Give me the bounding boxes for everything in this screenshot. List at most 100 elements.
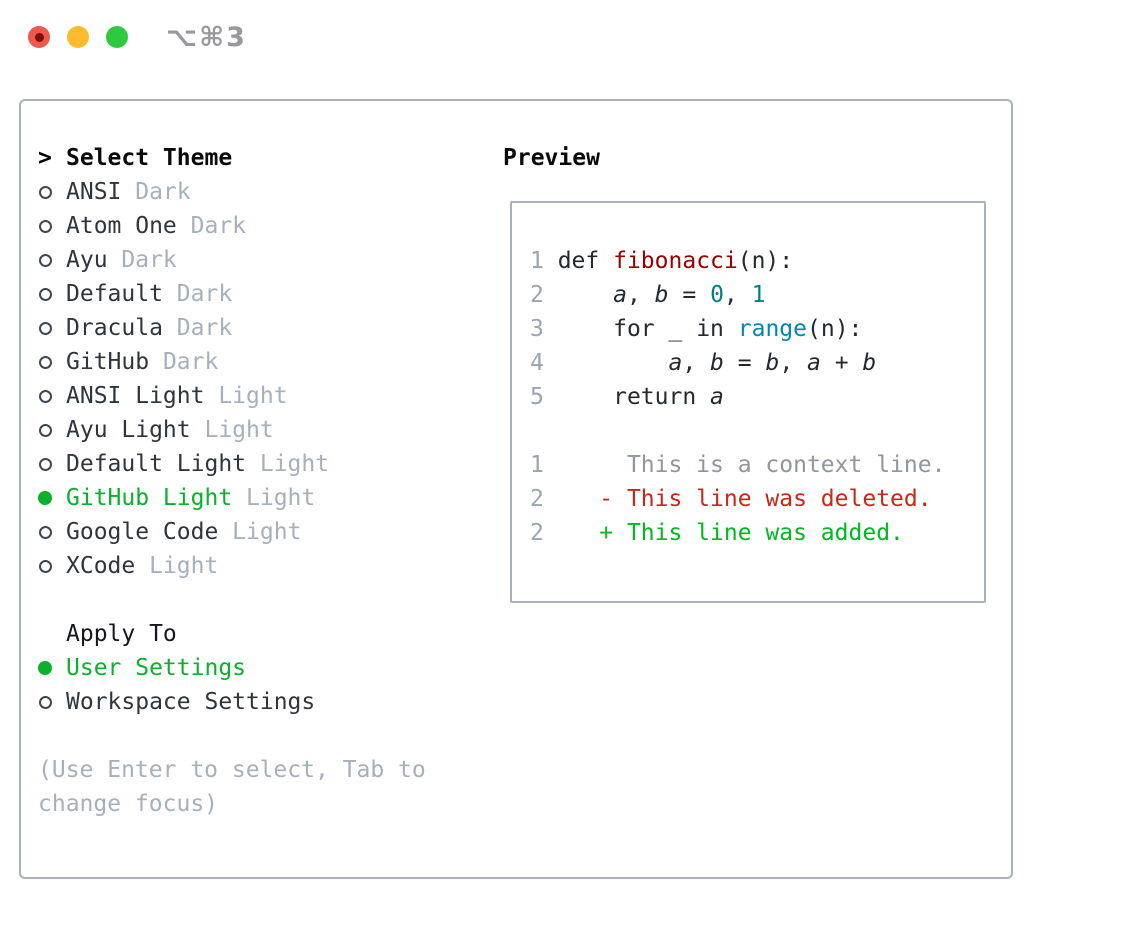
- section-title: Select Theme: [66, 145, 233, 171]
- code-token: [558, 350, 669, 376]
- code-token: [696, 384, 710, 410]
- apply-label: Workspace Settings: [66, 689, 316, 715]
- theme-option-github[interactable]: GitHub Dark: [38, 345, 426, 379]
- code-token: return: [613, 384, 697, 410]
- apply-option-user-settings[interactable]: User Settings: [38, 651, 426, 685]
- section-title: Apply To: [66, 621, 177, 647]
- code-token: =: [668, 282, 711, 308]
- theme-variant: Light: [232, 485, 316, 511]
- close-button[interactable]: [28, 26, 50, 48]
- code-token: ,: [626, 282, 655, 308]
- theme-option-ansi-light[interactable]: ANSI Light Light: [38, 379, 426, 413]
- radio-icon: [39, 219, 52, 233]
- theme-variant: Light: [204, 383, 288, 409]
- radio-icon: [39, 321, 52, 335]
- code-token: [558, 282, 613, 308]
- radio-icon: [39, 389, 52, 403]
- code-token: [558, 384, 613, 410]
- line-number: 1: [530, 452, 558, 478]
- code-token: ,: [779, 350, 808, 376]
- code-token: fibonacci: [613, 248, 738, 274]
- code-token: in: [696, 316, 724, 342]
- diff-line-deleted: 2 - This line was deleted.: [530, 482, 945, 516]
- radio-icon: [39, 287, 52, 301]
- code-line: 1 def fibonacci(n):: [530, 244, 945, 278]
- theme-option-ansi[interactable]: ANSI Dark: [38, 175, 426, 209]
- zoom-button[interactable]: [106, 26, 128, 48]
- theme-label: Default: [66, 281, 163, 307]
- code-token: def: [557, 248, 600, 274]
- radio-icon: [39, 355, 52, 369]
- theme-label: GitHub Light: [66, 485, 233, 511]
- code-token: a: [710, 384, 724, 410]
- code-token: +: [820, 350, 863, 376]
- diff-line-added: 2 + This line was added.: [530, 516, 945, 550]
- apply-label: User Settings: [66, 655, 247, 681]
- theme-label: Default Light: [66, 451, 247, 477]
- theme-option-github-light[interactable]: GitHub Light Light: [38, 481, 426, 515]
- line-number: 2: [530, 486, 558, 512]
- code-token: [599, 248, 613, 274]
- spacer: [38, 583, 426, 617]
- theme-option-atom-one[interactable]: Atom One Dark: [38, 209, 426, 243]
- theme-variant: Light: [218, 519, 302, 545]
- theme-option-dracula[interactable]: Dracula Dark: [38, 311, 426, 345]
- code-line: 2 a, b = 0, 1: [530, 278, 945, 312]
- code-token: ,: [682, 350, 711, 376]
- theme-label: ANSI Light: [66, 383, 205, 409]
- theme-option-xcode[interactable]: XCode Light: [38, 549, 426, 583]
- code-line: 3 for _ in range(n):: [530, 312, 945, 346]
- code-token: a: [807, 350, 821, 376]
- code-token: a: [668, 350, 683, 376]
- radio-icon: [39, 457, 52, 471]
- code-token: 0: [710, 282, 724, 308]
- theme-variant: Dark: [107, 247, 177, 273]
- theme-variant: Light: [135, 553, 219, 579]
- code-token: range: [737, 316, 807, 342]
- radio-icon: [39, 525, 52, 539]
- blank-line: [530, 414, 945, 448]
- unsaved-dot-icon: [34, 32, 44, 42]
- diff-text: This is a context line.: [557, 452, 946, 478]
- diff-line-context: 1 This is a context line.: [530, 448, 945, 482]
- theme-variant: Dark: [121, 179, 191, 205]
- code-token: b: [765, 350, 780, 376]
- theme-variant: Light: [190, 417, 274, 443]
- code-token: b: [654, 282, 669, 308]
- theme-option-default[interactable]: Default Dark: [38, 277, 426, 311]
- theme-option-default-light[interactable]: Default Light Light: [38, 447, 426, 481]
- radio-icon: [39, 253, 52, 267]
- code-token: (n):: [737, 248, 794, 274]
- radio-selected-icon: [38, 661, 52, 675]
- theme-option-google-code[interactable]: Google Code Light: [38, 515, 426, 549]
- radio-icon: [39, 185, 52, 199]
- theme-label: Google Code: [66, 519, 219, 545]
- code-token: for: [613, 316, 655, 342]
- theme-option-ayu-light[interactable]: Ayu Light Light: [38, 413, 426, 447]
- code-token: b: [862, 350, 877, 376]
- theme-label: XCode: [66, 553, 136, 579]
- minimize-button[interactable]: [67, 26, 89, 48]
- theme-label: ANSI: [66, 179, 122, 205]
- theme-variant: Dark: [162, 281, 233, 307]
- theme-variant: Light: [246, 451, 330, 477]
- apply-option-workspace-settings[interactable]: Workspace Settings: [38, 685, 426, 719]
- code-token: =: [723, 350, 766, 376]
- select-theme-header: > Select Theme: [38, 141, 426, 175]
- radio-icon: [39, 423, 52, 437]
- code-token: _: [654, 316, 697, 342]
- preview-title: Preview: [503, 145, 600, 171]
- diff-text: + This line was added.: [557, 520, 904, 546]
- theme-label: Ayu: [66, 247, 108, 273]
- window-title: ⌥⌘3: [166, 22, 247, 53]
- titlebar: ⌥⌘3: [0, 0, 1140, 75]
- line-number: 4: [530, 350, 558, 376]
- theme-label: Atom One: [66, 213, 177, 239]
- theme-option-ayu[interactable]: Ayu Dark: [38, 243, 426, 277]
